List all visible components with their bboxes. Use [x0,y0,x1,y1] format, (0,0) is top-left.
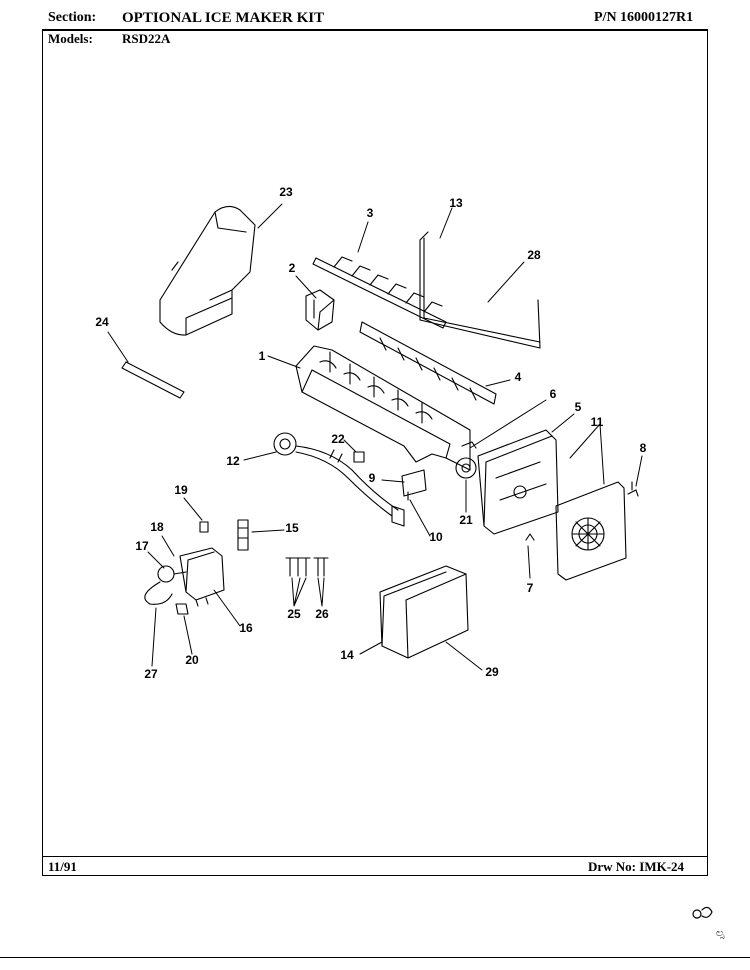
part-12-harness [273,432,405,527]
callout-19: 19 [174,483,188,497]
callout-13: 13 [449,196,463,210]
callout-20: 20 [185,653,199,667]
callout-1: 1 [259,349,266,363]
callout-15: 15 [285,521,299,535]
part-20-clamp [175,603,189,615]
section-label: Section: [48,10,97,25]
callout-2: 2 [289,261,296,275]
part-4-comb [359,321,497,405]
callout-28: 28 [527,248,541,262]
callout-21: 21 [459,513,473,527]
section-title: OPTIONAL ICE MAKER KIT [122,10,325,26]
callout-24: 24 [95,315,109,329]
callout-7: 7 [527,581,534,595]
part-19-grommet [199,521,209,533]
part-8-screw [627,481,639,497]
callout-29: 29 [485,665,499,679]
part-1-mold [295,345,471,471]
callout-25: 25 [287,607,301,621]
footer-rule [42,856,708,857]
part-27-loop [144,581,173,605]
part-9-bracket [401,469,427,497]
stray-scribble: ಲ್ಸ [692,906,725,939]
callout-3: 3 [367,206,374,220]
models-label: Models: [48,31,93,46]
callout-22: 22 [331,432,345,446]
leader-lines [107,203,643,671]
callout-12: 12 [226,454,240,468]
diagram-frame [42,30,708,876]
part-14-29-pads [379,565,469,659]
callout-11: 11 [591,415,604,429]
callout-5: 5 [575,400,582,414]
footer-date: 11/91 [48,859,77,874]
part-5-housing [477,429,559,535]
drawing-number: Drw No: IMK-24 [588,859,685,874]
callout-9: 9 [369,471,376,485]
part-number: P/N 16000127R1 [594,10,694,25]
stray-mark-text: ಲ್ಸ [716,926,725,939]
part-23-chute [159,205,256,336]
callout-17: 17 [135,539,149,553]
part-3-ejector [312,256,447,329]
models-value: RSD22A [122,31,171,46]
callout-6: 6 [550,387,557,401]
page-bottom-rule [0,957,750,958]
part-16-valve [157,547,225,607]
part-24-strip [121,361,185,399]
callout-14: 14 [340,648,354,662]
callout-18: 18 [150,520,164,534]
header-rule [42,29,708,30]
part-6-21-gear [455,441,477,479]
part-25-26-screws [285,557,329,577]
part-13-arm [419,231,541,349]
callout-4: 4 [515,370,522,384]
callout-16: 16 [239,621,253,635]
callout-23: 23 [279,185,293,199]
callout-8: 8 [640,441,647,455]
callout-26: 26 [315,607,329,621]
callout-27: 27 [144,667,158,681]
callout-10: 10 [429,530,443,544]
part-15-tube [237,519,249,551]
part-2-stripper [305,289,335,331]
part-7-clip [525,533,535,541]
part-11-cover [555,481,627,581]
part-22-clip [353,451,365,463]
